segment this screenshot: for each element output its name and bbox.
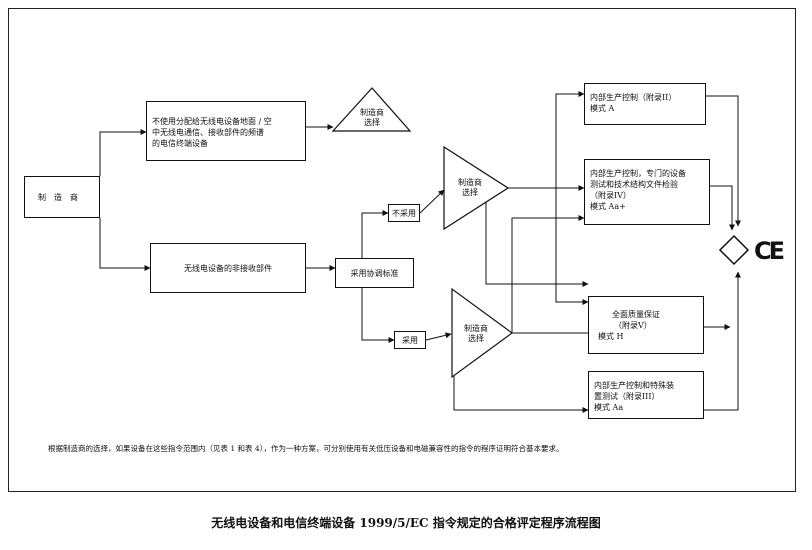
edge-low-to-mode-aa-plus bbox=[511, 215, 585, 333]
figure-caption: 无线电设备和电信终端设备 1999/5/EC 指令规定的合格评定程序流程图 bbox=[211, 516, 601, 530]
harmonised-standard-box: 采用协调标准 bbox=[335, 258, 414, 288]
mode-aa-plus-line-3: （附录IV） bbox=[590, 191, 631, 200]
mid-choice-line-2: 选择 bbox=[462, 188, 478, 197]
top-choice-line-2: 选择 bbox=[364, 118, 380, 127]
mid-choice-label: 制造商 选择 bbox=[440, 178, 500, 198]
non-receiving-parts-box: 无线电设备的非接收部件 bbox=[150, 243, 306, 293]
edge-mid-to-mode-h bbox=[555, 188, 589, 305]
edge-mode-a-to-ce bbox=[706, 95, 741, 227]
mode-aa-box: 内部生产控制和特殊装 置测试（附录III） 模式 Aa bbox=[588, 371, 704, 419]
harmonised-label: 采用协调标准 bbox=[350, 268, 399, 278]
manufacturer-box: 制造商 bbox=[24, 176, 100, 218]
mode-aa-line-2: 置测试（附录III） bbox=[594, 392, 660, 401]
unallocated-line-1: 不使用分配给无线电设备地面 / 空 bbox=[152, 117, 272, 126]
not-applied-box: 不采用 bbox=[388, 204, 420, 222]
mode-aa-plus-line-2: 测试和技术结构文件检验 bbox=[590, 180, 678, 189]
diagram-frame bbox=[8, 8, 796, 492]
low-choice-label: 制造商 选择 bbox=[446, 324, 506, 344]
mode-aa-line-1: 内部生产控制和特殊装 bbox=[594, 381, 674, 390]
edge-mode-aa-plus-to-ce bbox=[710, 185, 735, 231]
mode-aa-plus-box: 内部生产控制，专门的设备 测试和技术结构文件检验 （附录IV） 模式 Aa+ bbox=[584, 159, 710, 225]
low-choice-line-1: 制造商 bbox=[464, 324, 488, 333]
applied-box: 采用 bbox=[394, 331, 426, 349]
edge-to-low-choice bbox=[425, 332, 452, 341]
edge-to-mode-a bbox=[508, 91, 585, 189]
top-choice-label: 制造商 选择 bbox=[342, 108, 402, 128]
mode-h-line-1: 全面质量保证 bbox=[612, 310, 660, 319]
triangle-manufacturer-choice-top bbox=[331, 87, 412, 132]
edge-mid-to-mode-h-2 bbox=[485, 201, 589, 287]
mode-a-box: 内部生产控制（附录II） 模式 A bbox=[584, 83, 706, 125]
mode-aa-plus-line-1: 内部生产控制，专门的设备 bbox=[590, 169, 686, 178]
low-choice-line-2: 选择 bbox=[468, 334, 484, 343]
not-applied-label: 不采用 bbox=[392, 208, 416, 218]
mode-aa-plus-line-4: 模式 Aa+ bbox=[590, 202, 626, 211]
manufacturer-label: 制造商 bbox=[38, 192, 86, 202]
mode-h-box: 全面质量保证 （附录V） 模式 H bbox=[588, 296, 704, 354]
triangle-manufacturer-choice-mid bbox=[443, 145, 510, 231]
mode-a-line-1: 内部生产控制（附录II） bbox=[590, 93, 677, 102]
edge-to-applied bbox=[361, 288, 395, 343]
unallocated-line-2: 中无线电通信、接收部件的频谱 bbox=[152, 128, 264, 137]
ce-mark: CE bbox=[754, 237, 785, 265]
non-receiving-label: 无线电设备的非接收部件 bbox=[184, 263, 272, 273]
mode-h-line-2: （附录V） bbox=[614, 321, 652, 330]
top-choice-line-1: 制造商 bbox=[360, 108, 384, 117]
edge-to-non-receiving bbox=[99, 218, 151, 271]
mid-choice-line-1: 制造商 bbox=[458, 178, 482, 187]
conformity-diamond bbox=[718, 234, 750, 266]
edge-to-not-applied bbox=[361, 210, 389, 258]
mode-aa-line-3: 模式 Aa bbox=[594, 403, 624, 412]
footnote: 根据制造商的选择，如果设备在这些指令范围内（见表 1 和表 4），作为一种方案，… bbox=[48, 444, 564, 453]
edge-to-mid-choice bbox=[419, 189, 445, 214]
mode-a-line-2: 模式 A bbox=[590, 104, 615, 113]
mode-h-line-3: 模式 H bbox=[598, 332, 624, 341]
unallocated-line-3: 的电信终端设备 bbox=[152, 139, 208, 148]
edge-mode-aa-to-ce bbox=[704, 271, 741, 411]
edge-to-unallocated bbox=[99, 129, 147, 176]
edge-low-to-mode-aa bbox=[453, 360, 589, 413]
triangle-manufacturer-choice-low bbox=[451, 287, 514, 379]
unallocated-spectrum-box: 不使用分配给无线电设备地面 / 空 中无线电通信、接收部件的频谱 的电信终端设备 bbox=[146, 101, 306, 161]
applied-label: 采用 bbox=[402, 335, 418, 345]
